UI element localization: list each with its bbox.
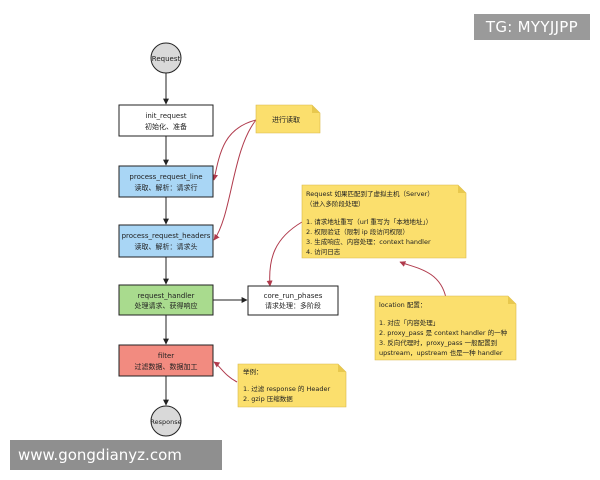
process-request-line-box: process_request_line 读取、解析：请求行 (118, 165, 214, 198)
response-node-label: Response (150, 418, 181, 426)
curve-read-to-headers (213, 119, 257, 241)
core-run-phases-box: core_run_phases 请求处理：多阶段 (247, 285, 339, 316)
note-filter-item1: 1. 过滤 response 的 Header (243, 384, 330, 393)
request-handler-box: request_handler 处理请求、获得响应 (118, 284, 214, 316)
curve-location-to-server (399, 261, 447, 299)
curve-read-to-line (212, 119, 257, 181)
watermark-top-right: TG: MYYJJPP (473, 14, 590, 40)
filter-box: filter 过滤数据、数据加工 (118, 344, 214, 377)
init-request-box: init_request 初始化、准备 (118, 104, 214, 137)
curve-filter-note-to-filter (213, 361, 238, 383)
note-server-item4: 4. 访问日志 (306, 247, 341, 256)
note-filter-title: 举例： (243, 367, 263, 376)
note-server: Request 如果匹配到了虚拟主机（Server） （进入多阶段处理） 1. … (301, 184, 467, 259)
process-request-headers-subtitle: 读取、解析：请求头 (135, 242, 198, 251)
note-location: location 配置： 1. 对应「内容处理」 2. proxy_pass 是… (374, 295, 517, 361)
curve-server-to-phases (266, 221, 303, 287)
process-request-headers-box: process_request_headers 读取、解析：请求头 (118, 224, 214, 258)
watermark-bottom-left: www.gongdianyz.com (10, 440, 222, 470)
note-server-item2: 2. 权限验证（限制 ip 段访问权限） (306, 227, 409, 236)
note-server-item3: 3. 生成响应、内容处理：context handler (306, 237, 431, 246)
core-run-phases-title: core_run_phases (264, 292, 323, 300)
note-filter: 举例： 1. 过滤 response 的 Header 2. gzip 压缩数据 (237, 363, 347, 408)
process-request-line-subtitle: 读取、解析：请求行 (135, 183, 198, 192)
note-location-item1: 1. 对应「内容处理」 (379, 318, 439, 327)
response-node: Response (150, 405, 182, 437)
note-server-item1: 1. 请求地址重写（url 重写为「本地地址」） (306, 217, 432, 226)
process-request-line-title: process_request_line (129, 173, 202, 181)
note-server-line1: Request 如果匹配到了虚拟主机（Server） (306, 189, 434, 198)
process-request-headers-title: process_request_headers (122, 232, 211, 240)
request-node-label: Request (152, 55, 181, 63)
note-read-text: 进行读取 (272, 115, 300, 124)
note-filter-item2: 2. gzip 压缩数据 (243, 394, 293, 403)
note-location-title: location 配置： (379, 301, 426, 309)
request-handler-subtitle: 处理请求、获得响应 (135, 301, 198, 310)
init-request-title: init_request (145, 112, 186, 120)
note-location-item3: 3. 反向代理时，proxy_pass 一般配置到 (379, 338, 497, 347)
flow-arrows (163, 73, 248, 406)
core-run-phases-subtitle: 请求处理：多阶段 (265, 301, 321, 310)
note-read: 进行读取 (255, 104, 321, 134)
filter-title: filter (158, 352, 174, 360)
note-server-line2: （进入多阶段处理） (306, 199, 365, 208)
request-node: Request (150, 42, 182, 74)
filter-subtitle: 过滤数据、数据加工 (135, 362, 198, 371)
note-connectors (212, 119, 447, 383)
request-handler-title: request_handler (138, 292, 195, 300)
note-location-item4: upstream，upstream 也是一种 handler (379, 348, 503, 357)
note-location-item2: 2. proxy_pass 是 context handler 的一种 (379, 328, 508, 337)
init-request-subtitle: 初始化、准备 (145, 122, 187, 131)
